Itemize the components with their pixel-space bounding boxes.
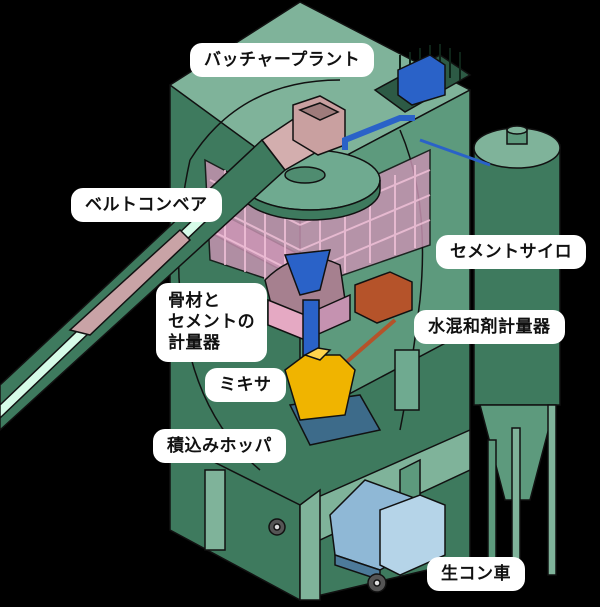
label-aggregate-cement-meter: 骨材と セメントの 計量器	[156, 283, 268, 362]
batcher-head	[292, 95, 346, 156]
mixer	[284, 347, 382, 446]
label-mixer: ミキサ	[205, 368, 286, 402]
water-tank	[342, 44, 491, 167]
aggregate-meter	[264, 249, 351, 361]
label-admixture-water-meter: 水混和剤計量器	[414, 310, 565, 344]
label-belt-conveyor: ベルトコンベア	[71, 188, 222, 222]
mixer-truck	[268, 479, 446, 593]
label-cement-silo: セメントサイロ	[436, 235, 587, 269]
water-admixture-meter	[318, 271, 420, 411]
label-mixer-truck: 生コン車	[427, 557, 525, 591]
label-loading-hopper: 積込みホッパ	[153, 429, 286, 463]
label-batcher-plant: バッチャープラント	[190, 43, 375, 77]
cement-silo	[473, 125, 561, 591]
